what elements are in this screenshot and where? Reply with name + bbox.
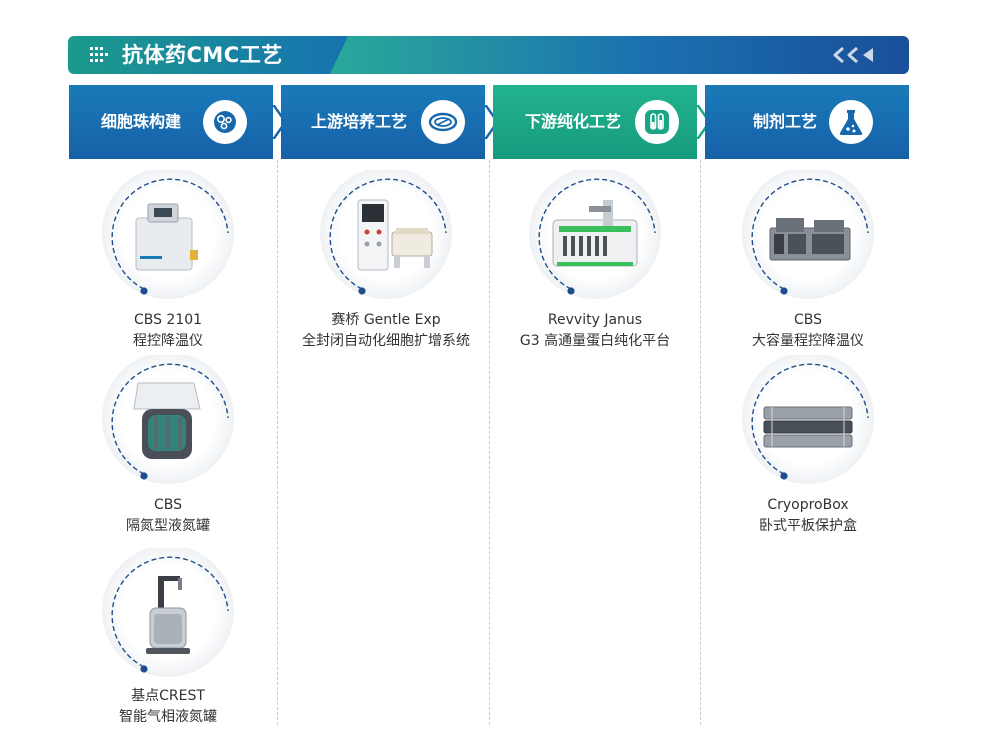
large-freezer-image bbox=[769, 218, 851, 261]
banner-right-panel bbox=[330, 36, 909, 74]
product-ring bbox=[742, 355, 874, 484]
vapor-tank-image bbox=[146, 576, 190, 654]
page-title: 抗体药CMC工艺 bbox=[122, 43, 283, 67]
column-divider bbox=[489, 160, 490, 725]
column-icon-circle bbox=[829, 100, 873, 144]
triple-chevron-left-icon bbox=[833, 46, 873, 64]
product-description: 智能气相液氮罐 bbox=[119, 709, 217, 725]
product-name: 赛桥 Gentle Exp bbox=[331, 312, 441, 328]
product-ring bbox=[102, 548, 234, 677]
product-description: 大容量程控降温仪 bbox=[752, 333, 864, 349]
product-ring bbox=[102, 170, 234, 299]
title-banner: 抗体药CMC工艺 bbox=[68, 36, 909, 74]
cell-expansion-system-image bbox=[357, 199, 433, 271]
cells-icon bbox=[214, 111, 236, 133]
column-label: 制剂工艺 bbox=[753, 112, 818, 131]
product-name: 基点CREST bbox=[131, 688, 205, 704]
column-icon-circle bbox=[421, 100, 465, 144]
product-name: CBS 2101 bbox=[133, 312, 203, 328]
column-header-formulation: 制剂工艺 bbox=[705, 85, 909, 159]
product-description: 全封闭自动化细胞扩增系统 bbox=[302, 333, 470, 349]
product-description: 程控降温仪 bbox=[133, 333, 203, 349]
product-name: Revvity Janus bbox=[547, 312, 643, 328]
column-header-upstream: 上游培养工艺 bbox=[281, 85, 485, 159]
product-label: 赛桥 Gentle Exp 全封闭自动化细胞扩增系统 bbox=[276, 310, 496, 352]
column-label: 上游培养工艺 bbox=[311, 112, 408, 131]
dewar-tank-image bbox=[133, 382, 201, 459]
column-divider bbox=[277, 160, 278, 725]
column-label: 细胞珠构建 bbox=[101, 112, 182, 131]
protection-box-image bbox=[763, 406, 853, 448]
product-description: G3 高通量蛋白纯化平台 bbox=[519, 333, 671, 349]
flask-icon bbox=[839, 110, 863, 135]
product-label: CBS 大容量程控降温仪 bbox=[698, 310, 918, 352]
column-icon-circle bbox=[203, 100, 247, 144]
product-ring bbox=[529, 170, 661, 299]
product-label: CBS 2101 程控降温仪 bbox=[58, 310, 278, 352]
product-ring bbox=[742, 170, 874, 299]
product-ring bbox=[320, 170, 452, 299]
freezer-device-image bbox=[135, 203, 198, 271]
product-name: CryoproBox bbox=[767, 497, 849, 513]
product-ring bbox=[102, 355, 234, 484]
product-label: Revvity Janus G3 高通量蛋白纯化平台 bbox=[485, 310, 705, 352]
product-label: 基点CREST 智能气相液氮罐 bbox=[58, 686, 278, 728]
test-tubes-icon bbox=[645, 110, 669, 134]
column-header-cell-line: 细胞珠构建 bbox=[69, 85, 273, 159]
product-name: CBS bbox=[153, 497, 183, 513]
petri-dish-icon bbox=[428, 112, 458, 132]
column-label: 下游纯化工艺 bbox=[525, 112, 622, 131]
product-description: 隔氮型液氮罐 bbox=[126, 518, 210, 534]
dotted-arrow-icon bbox=[90, 47, 108, 62]
column-header-downstream: 下游纯化工艺 bbox=[493, 85, 697, 159]
product-label: CBS 隔氮型液氮罐 bbox=[58, 495, 278, 537]
product-description: 卧式平板保护盒 bbox=[759, 518, 857, 534]
banner-left-panel bbox=[68, 36, 348, 74]
purification-platform-image bbox=[552, 200, 638, 267]
product-label: CryoproBox 卧式平板保护盒 bbox=[698, 495, 918, 537]
product-name: CBS bbox=[793, 312, 823, 328]
column-icon-circle bbox=[635, 100, 679, 144]
column-divider bbox=[700, 160, 701, 725]
